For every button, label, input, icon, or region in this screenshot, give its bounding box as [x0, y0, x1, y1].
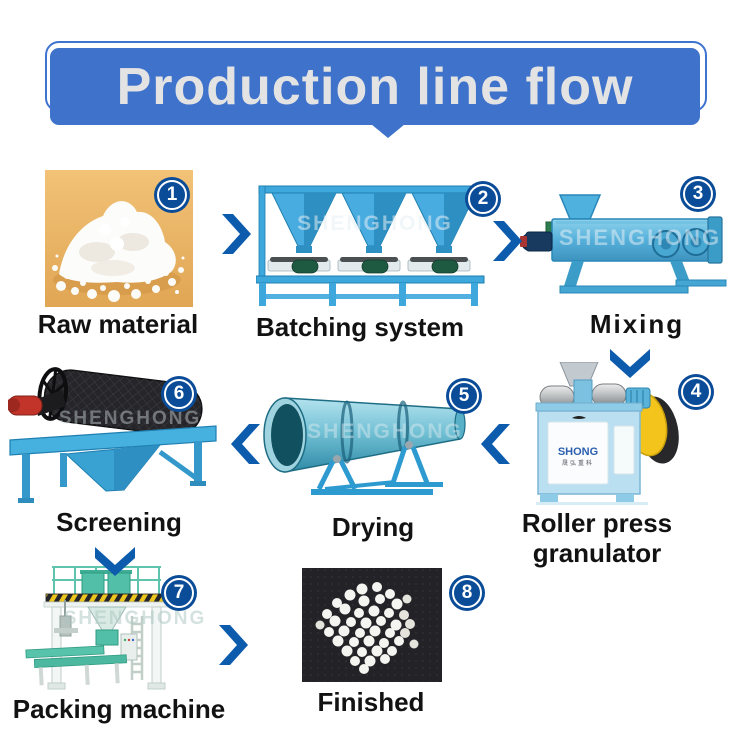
step-badge-4: 4 — [681, 377, 711, 407]
step-label-screening: Screening — [56, 507, 182, 537]
arrow-packing-to-finished — [219, 625, 248, 665]
arrow-mixing-to-granulator — [610, 349, 650, 378]
roller-press-logo: SHONG — [558, 446, 598, 458]
step-label-finished: Finished — [317, 687, 425, 717]
arrow-screening-to-packing — [95, 547, 135, 576]
step-label-mixing: Mixing — [589, 309, 685, 339]
arrow-drying-to-screening — [231, 424, 260, 464]
step-badge-6: 6 — [164, 379, 194, 409]
step-badge-1: 1 — [157, 180, 187, 210]
step-badge-2: 2 — [468, 184, 498, 214]
step-badge-3: 3 — [683, 179, 713, 209]
header-banner: Production line flow — [50, 48, 700, 125]
step-badge-5: 5 — [449, 381, 479, 411]
header-pointer — [371, 124, 405, 138]
page-title: Production line flow — [116, 57, 634, 116]
step-label-batching-system: Batching system — [255, 312, 465, 342]
roller-press-label-line2: granulator — [532, 538, 662, 568]
roller-press-granulator-illustration: SHONG 晟弘重科 — [535, 362, 679, 505]
packing-machine-illustration — [25, 566, 171, 690]
mixing-machine-illustration — [520, 194, 727, 294]
step-label-raw-material: Raw material — [37, 309, 199, 339]
arrow-batching-to-mixing — [493, 221, 522, 261]
drying-drum-illustration — [263, 397, 466, 495]
finished-product-photo — [302, 568, 442, 682]
batching-system-illustration — [256, 185, 485, 306]
screening-machine-illustration — [8, 367, 217, 503]
arrow-raw-to-batching — [222, 214, 251, 254]
step-label-packing-machine: Packing machine — [12, 694, 226, 724]
roller-press-label-line1: Roller press — [521, 508, 673, 538]
step-label-drying: Drying — [331, 512, 415, 542]
raw-material-photo — [45, 170, 193, 307]
step-badge-7: 7 — [164, 578, 194, 608]
step-badge-8: 8 — [452, 578, 482, 608]
roller-press-logo-subtext: 晟弘重科 — [562, 459, 594, 467]
step-label-roller-press-granulator: Roller press granulator — [497, 508, 697, 568]
arrow-granulator-to-drying — [481, 424, 510, 464]
